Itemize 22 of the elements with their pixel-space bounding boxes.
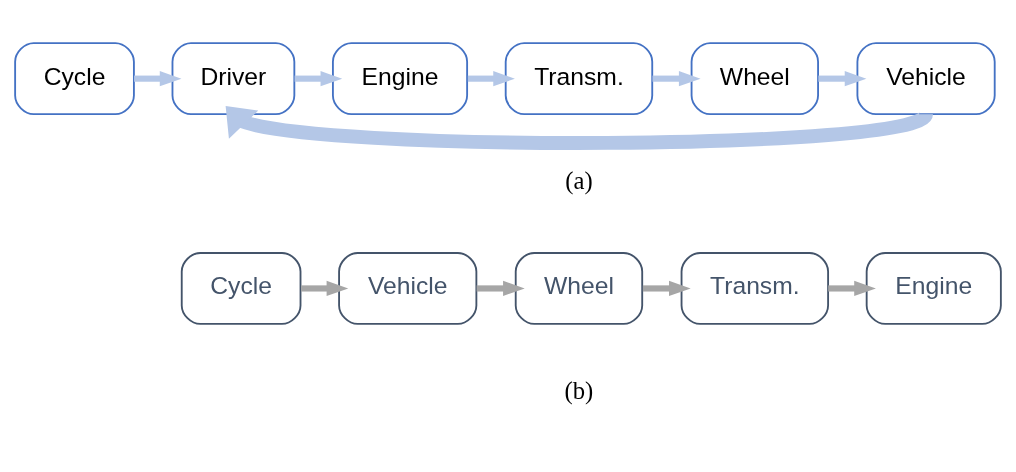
arrow [828, 280, 876, 297]
node-box: Vehicle [856, 42, 996, 116]
arrow [294, 71, 343, 87]
label: (a) [565, 167, 593, 195]
arrow [818, 71, 867, 87]
node-box: Vehicle [338, 252, 478, 325]
arrow [652, 71, 701, 87]
node-box: Cycle [14, 42, 135, 116]
label: (b) [564, 377, 594, 405]
node-box: Engine [332, 42, 469, 116]
node-box: Engine [865, 252, 1002, 325]
arrow [476, 280, 525, 297]
node-box: Transm. [680, 252, 830, 325]
arrow [642, 280, 691, 297]
arrow [225, 106, 930, 150]
node-box: Wheel [514, 252, 644, 325]
node-box: Cycle [180, 252, 302, 325]
arrow [134, 71, 182, 87]
node-box: Driver [171, 42, 296, 116]
arrow [467, 71, 515, 87]
node-box: Wheel [690, 42, 819, 116]
node-box: Transm. [504, 42, 654, 116]
